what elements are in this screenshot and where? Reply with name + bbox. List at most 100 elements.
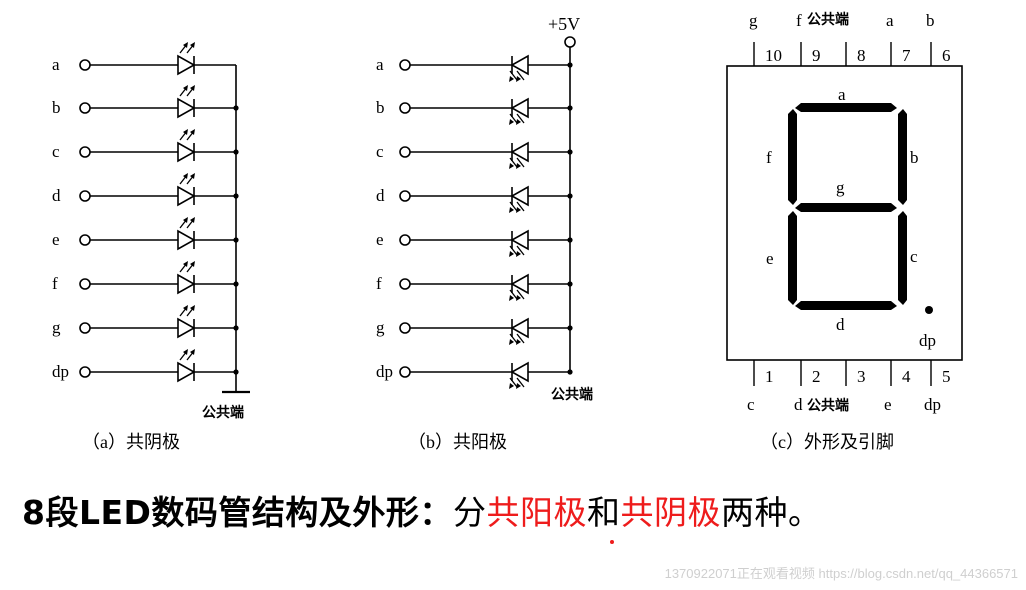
supply-label: +5V xyxy=(548,14,580,34)
caption-a: （a）共阴极 xyxy=(82,432,180,452)
pin-terminal xyxy=(79,278,91,290)
segment-label-d: d xyxy=(836,315,845,334)
light-arrow-icon xyxy=(179,129,188,141)
segment-label-g: g xyxy=(836,178,845,197)
pin-label: c xyxy=(376,142,384,161)
pin-label: d xyxy=(52,186,61,205)
led-diode-icon xyxy=(510,185,529,207)
pin-terminal xyxy=(79,146,91,158)
segment-g xyxy=(795,203,897,212)
watermark: 1370922071正在观看视频 https://blog.csdn.net/q… xyxy=(664,566,1018,581)
light-arrow-icon xyxy=(509,333,518,345)
segment-label-b: b xyxy=(910,148,919,167)
pin-terminal xyxy=(399,278,411,290)
pin-letter: 公共端 xyxy=(807,397,849,413)
light-arrow-icon xyxy=(186,305,195,317)
pin-number: 6 xyxy=(942,46,951,65)
pin-label: dp xyxy=(376,362,393,381)
segment-label-dp: dp xyxy=(919,331,936,350)
pin-label: e xyxy=(376,230,384,249)
pin-terminal xyxy=(399,322,411,334)
pin-letter: dp xyxy=(924,395,941,414)
led-diode-icon xyxy=(510,273,529,295)
segment-label-a: a xyxy=(838,85,846,104)
pin-terminal xyxy=(399,146,411,158)
pin-label: g xyxy=(376,318,385,337)
light-arrow-icon xyxy=(186,85,195,97)
pin-label: a xyxy=(376,55,384,74)
led-diode-icon xyxy=(177,361,196,383)
light-arrow-icon xyxy=(179,42,188,54)
pin-number: 1 xyxy=(765,367,774,386)
common-label-a: 公共端 xyxy=(202,404,244,420)
led-diode-icon xyxy=(510,361,529,383)
pin-terminal xyxy=(79,322,91,334)
light-arrow-icon xyxy=(509,113,518,125)
pin-number: 10 xyxy=(765,46,782,65)
led-diode-icon xyxy=(177,185,196,207)
pin-label: f xyxy=(52,274,58,293)
seven-segment-digit xyxy=(788,103,933,314)
light-arrow-icon xyxy=(516,377,525,389)
pin-number: 8 xyxy=(857,46,866,65)
pin-letter: e xyxy=(884,395,892,414)
display-body xyxy=(726,65,963,361)
light-arrow-icon xyxy=(179,261,188,273)
light-arrow-icon xyxy=(509,377,518,389)
light-arrow-icon xyxy=(179,85,188,97)
pin-label: d xyxy=(376,186,385,205)
headline: 8段LED数码管结构及外形：分共阳极和共阴极两种。 xyxy=(22,486,821,534)
pin-letter: d xyxy=(794,395,803,414)
pin-label: b xyxy=(376,98,385,117)
light-arrow-icon xyxy=(516,289,525,301)
light-arrow-icon xyxy=(179,349,188,361)
light-arrow-icon xyxy=(509,289,518,301)
pin-terminal xyxy=(399,59,411,71)
light-arrow-icon xyxy=(179,173,188,185)
led-diode-icon xyxy=(177,54,196,76)
segment-f xyxy=(788,109,797,205)
pin-label: a xyxy=(52,55,60,74)
pin-letter: c xyxy=(747,395,755,414)
pin-terminal xyxy=(399,366,411,378)
light-arrow-icon xyxy=(516,333,525,345)
annotation-dot xyxy=(610,540,614,544)
led-diode-icon xyxy=(177,229,196,251)
pin-label: b xyxy=(52,98,61,117)
pin-label: dp xyxy=(52,362,69,381)
light-arrow-icon xyxy=(509,245,518,257)
headline-common-anode: 共阳极 xyxy=(486,493,587,532)
light-arrow-icon xyxy=(186,261,195,273)
light-arrow-icon xyxy=(179,305,188,317)
light-arrow-icon xyxy=(516,245,525,257)
pin-label: f xyxy=(376,274,382,293)
pin-terminal xyxy=(79,190,91,202)
led-diode-icon xyxy=(177,273,196,295)
pin-number: 7 xyxy=(902,46,911,65)
pin-label: g xyxy=(52,318,61,337)
led-diode-icon xyxy=(510,97,529,119)
light-arrow-icon xyxy=(516,113,525,125)
light-arrow-icon xyxy=(516,201,525,213)
led-diode-icon xyxy=(510,229,529,251)
light-arrow-icon xyxy=(509,157,518,169)
segment-a xyxy=(795,103,897,112)
segment-c xyxy=(898,211,907,305)
pin-number: 3 xyxy=(857,367,866,386)
segment-label-f: f xyxy=(766,148,772,167)
light-arrow-icon xyxy=(509,201,518,213)
led-diode-icon xyxy=(510,54,529,76)
pin-number: 2 xyxy=(812,367,821,386)
light-arrow-icon xyxy=(186,129,195,141)
led-diode-icon xyxy=(177,141,196,163)
led-diode-icon xyxy=(510,141,529,163)
pin-number: 5 xyxy=(942,367,951,386)
headline-part2: 分 xyxy=(452,493,487,532)
pin-terminal xyxy=(79,102,91,114)
headline-common-cathode: 共阴极 xyxy=(620,493,721,532)
segment-d xyxy=(795,301,897,310)
